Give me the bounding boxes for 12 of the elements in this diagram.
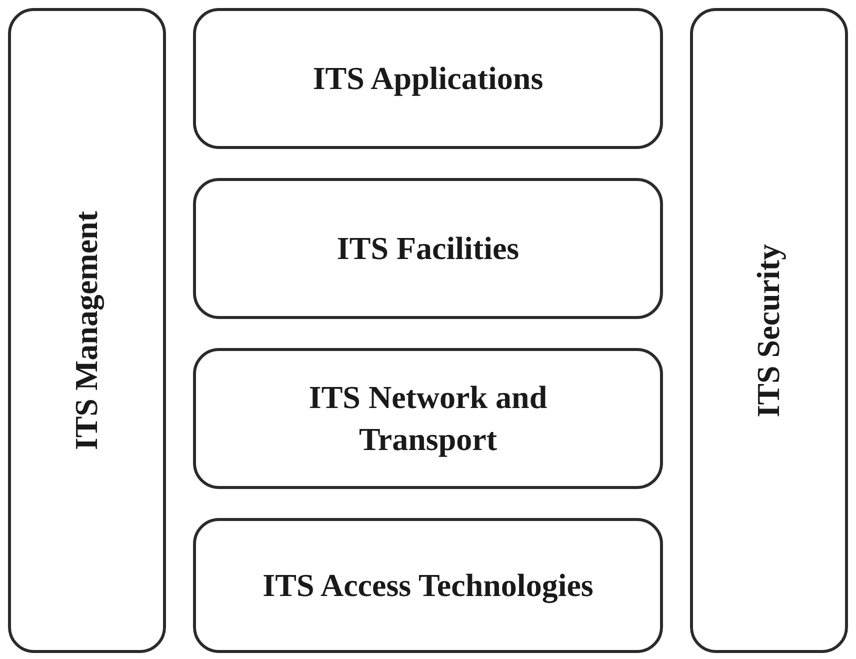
- layer-label: ITS Facilities: [336, 228, 520, 268]
- layer-box: [193, 178, 663, 319]
- layer-label: ITS Network and Transport: [308, 378, 548, 459]
- layer-box: [193, 348, 663, 489]
- layer-label: ITS Access Technologies: [262, 566, 594, 606]
- layer-label: ITS Security: [749, 244, 788, 418]
- layer-box: [193, 8, 663, 149]
- layer-box: [193, 518, 663, 653]
- management-layer-box: [8, 8, 166, 653]
- security-layer-box: [690, 8, 848, 653]
- layer-label: ITS Applications: [312, 58, 544, 98]
- layer-label: ITS Management: [67, 210, 106, 450]
